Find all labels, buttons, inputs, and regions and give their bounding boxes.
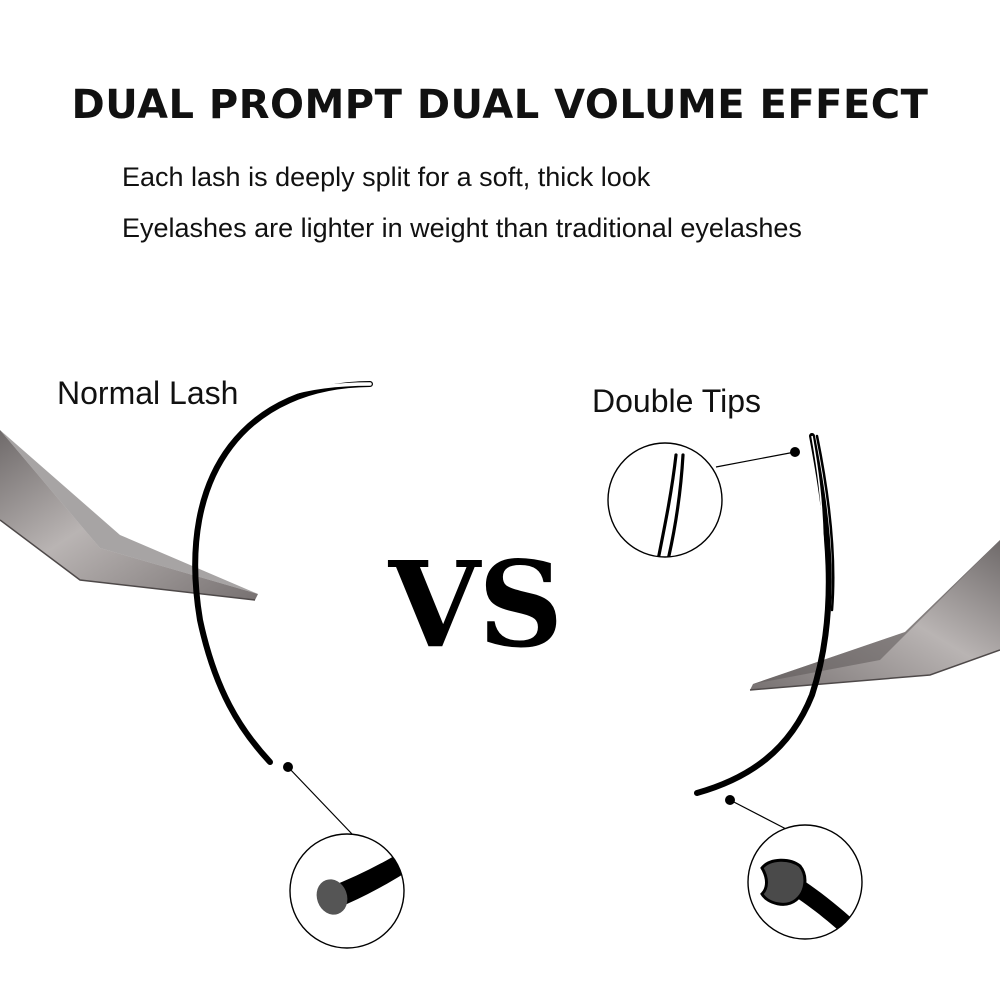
callout-double-tip [607, 442, 800, 558]
vs-text: VS [388, 535, 564, 674]
normal-lash-icon [192, 381, 373, 765]
magnified-split-tip-icon [656, 453, 685, 557]
normal-lash-label: Normal Lash [57, 375, 239, 411]
tweezer-right-icon [749, 540, 1000, 691]
double-tips-label: Double Tips [592, 383, 761, 419]
callout-normal-base [283, 762, 405, 949]
magnified-round-base-icon [316, 840, 404, 915]
headline: DUAL PROMPT DUAL VOLUME EFFECT [71, 82, 929, 128]
feature-line-2: Eyelashes are lighter in weight than tra… [122, 213, 802, 243]
double-tip-lash-icon [694, 433, 835, 796]
callout-double-base [725, 795, 863, 940]
feature-line-1: Each lash is deeply split for a soft, th… [122, 162, 651, 192]
tweezer-left-icon [0, 430, 258, 601]
